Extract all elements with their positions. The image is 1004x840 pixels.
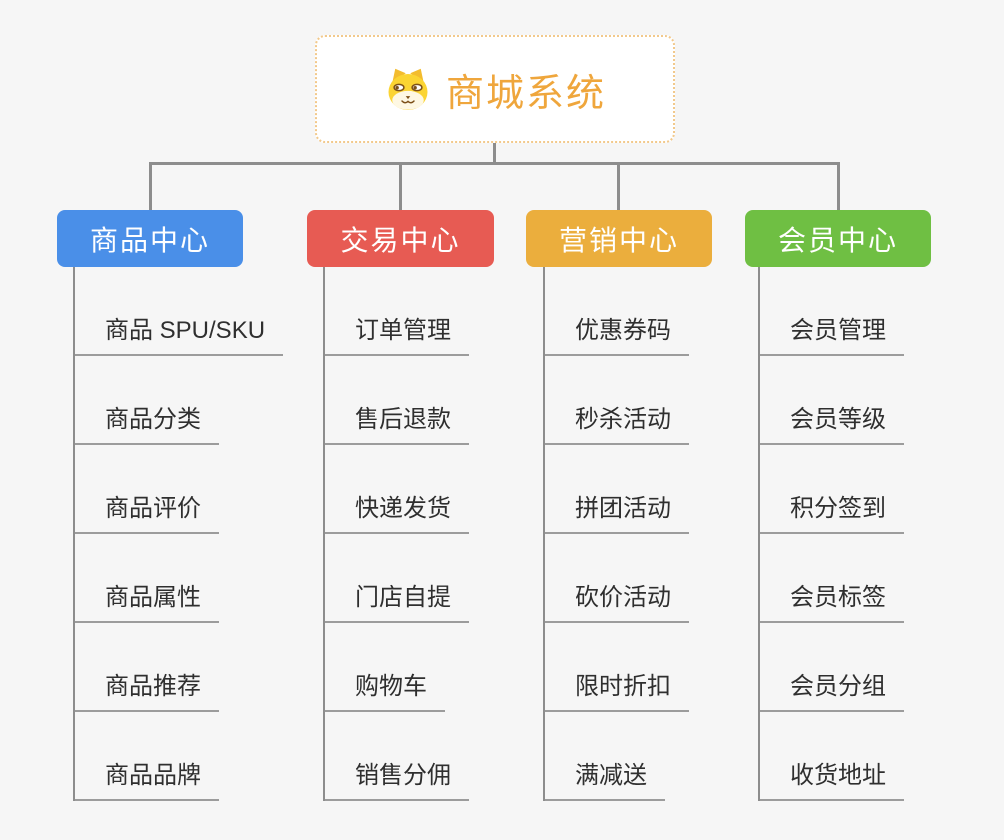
branch-node-marketing-center[interactable]: 营销中心 xyxy=(526,210,712,267)
connector-spine-product-center xyxy=(73,267,75,801)
leaf-cell: 会员分组 xyxy=(758,623,904,712)
leaf-cell: 商品分类 xyxy=(73,356,283,445)
leaf-cell: 砍价活动 xyxy=(543,534,689,623)
connector-drop-trade-center xyxy=(399,162,402,210)
leaf-node[interactable]: 门店自提 xyxy=(323,577,469,623)
leaf-node[interactable]: 购物车 xyxy=(323,666,445,712)
leaf-node[interactable]: 商品评价 xyxy=(73,488,219,534)
leaf-node[interactable]: 会员管理 xyxy=(758,310,904,356)
connector-drop-marketing-center xyxy=(617,162,620,210)
leaf-node[interactable]: 商品属性 xyxy=(73,577,219,623)
leaf-cell: 会员标签 xyxy=(758,534,904,623)
connector-bus xyxy=(149,162,840,165)
branch-node-trade-center[interactable]: 交易中心 xyxy=(307,210,494,267)
leaf-node[interactable]: 拼团活动 xyxy=(543,488,689,534)
root-title: 商城系统 xyxy=(445,72,606,115)
leaf-cell: 会员等级 xyxy=(758,356,904,445)
leaf-cell: 商品评价 xyxy=(73,445,283,534)
leaf-node[interactable]: 快递发货 xyxy=(323,488,469,534)
connector-root-drop xyxy=(493,143,496,164)
leaf-node[interactable]: 收货地址 xyxy=(758,755,904,801)
leaf-node[interactable]: 商品品牌 xyxy=(73,755,219,801)
branch-items-member-center: 会员管理会员等级积分签到会员标签会员分组收货地址 xyxy=(758,267,904,801)
leaf-node[interactable]: 商品推荐 xyxy=(73,666,219,712)
leaf-cell: 销售分佣 xyxy=(323,712,469,801)
branch-items-trade-center: 订单管理售后退款快递发货门店自提购物车销售分佣 xyxy=(323,267,469,801)
leaf-node[interactable]: 商品 SPU/SKU xyxy=(73,310,284,356)
leaf-node[interactable]: 会员分组 xyxy=(758,666,904,712)
leaf-cell: 积分签到 xyxy=(758,445,904,534)
leaf-node[interactable]: 销售分佣 xyxy=(323,755,469,801)
leaf-cell: 收货地址 xyxy=(758,712,904,801)
leaf-node[interactable]: 会员标签 xyxy=(758,577,904,623)
leaf-cell: 商品推荐 xyxy=(73,623,283,712)
leaf-cell: 购物车 xyxy=(323,623,469,712)
connector-spine-marketing-center xyxy=(543,267,545,801)
leaf-node[interactable]: 砍价活动 xyxy=(543,577,689,623)
leaf-node[interactable]: 积分签到 xyxy=(758,488,904,534)
leaf-node[interactable]: 秒杀活动 xyxy=(543,399,689,445)
leaf-cell: 商品 SPU/SKU xyxy=(73,267,284,356)
leaf-node[interactable]: 订单管理 xyxy=(323,310,469,356)
leaf-cell: 订单管理 xyxy=(323,267,469,356)
leaf-cell: 限时折扣 xyxy=(543,623,689,712)
leaf-node[interactable]: 会员等级 xyxy=(758,399,904,445)
leaf-node[interactable]: 限时折扣 xyxy=(543,666,689,712)
connector-drop-member-center xyxy=(837,162,840,210)
branch-items-marketing-center: 优惠券码秒杀活动拼团活动砍价活动限时折扣满减送 xyxy=(543,267,689,801)
leaf-cell: 商品品牌 xyxy=(73,712,283,801)
connector-spine-trade-center xyxy=(323,267,325,801)
connector-drop-product-center xyxy=(149,162,152,210)
branch-items-product-center: 商品 SPU/SKU 商品分类商品评价商品属性商品推荐商品品牌 xyxy=(73,267,284,801)
branch-node-product-center[interactable]: 商品中心 xyxy=(57,210,243,267)
leaf-cell: 商品属性 xyxy=(73,534,283,623)
dog-face-icon xyxy=(384,66,432,112)
branch-node-member-center[interactable]: 会员中心 xyxy=(745,210,931,267)
leaf-cell: 售后退款 xyxy=(323,356,469,445)
leaf-cell: 门店自提 xyxy=(323,534,469,623)
leaf-node[interactable]: 商品分类 xyxy=(73,399,219,445)
leaf-cell: 秒杀活动 xyxy=(543,356,689,445)
leaf-cell: 拼团活动 xyxy=(543,445,689,534)
root-node[interactable]: 商城系统 xyxy=(315,35,675,143)
leaf-node[interactable]: 满减送 xyxy=(543,755,665,801)
leaf-node[interactable]: 售后退款 xyxy=(323,399,469,445)
leaf-cell: 快递发货 xyxy=(323,445,469,534)
leaf-cell: 优惠券码 xyxy=(543,267,689,356)
connector-spine-member-center xyxy=(758,267,760,801)
leaf-cell: 满减送 xyxy=(543,712,689,801)
leaf-node[interactable]: 优惠券码 xyxy=(543,310,689,356)
leaf-cell: 会员管理 xyxy=(758,267,904,356)
